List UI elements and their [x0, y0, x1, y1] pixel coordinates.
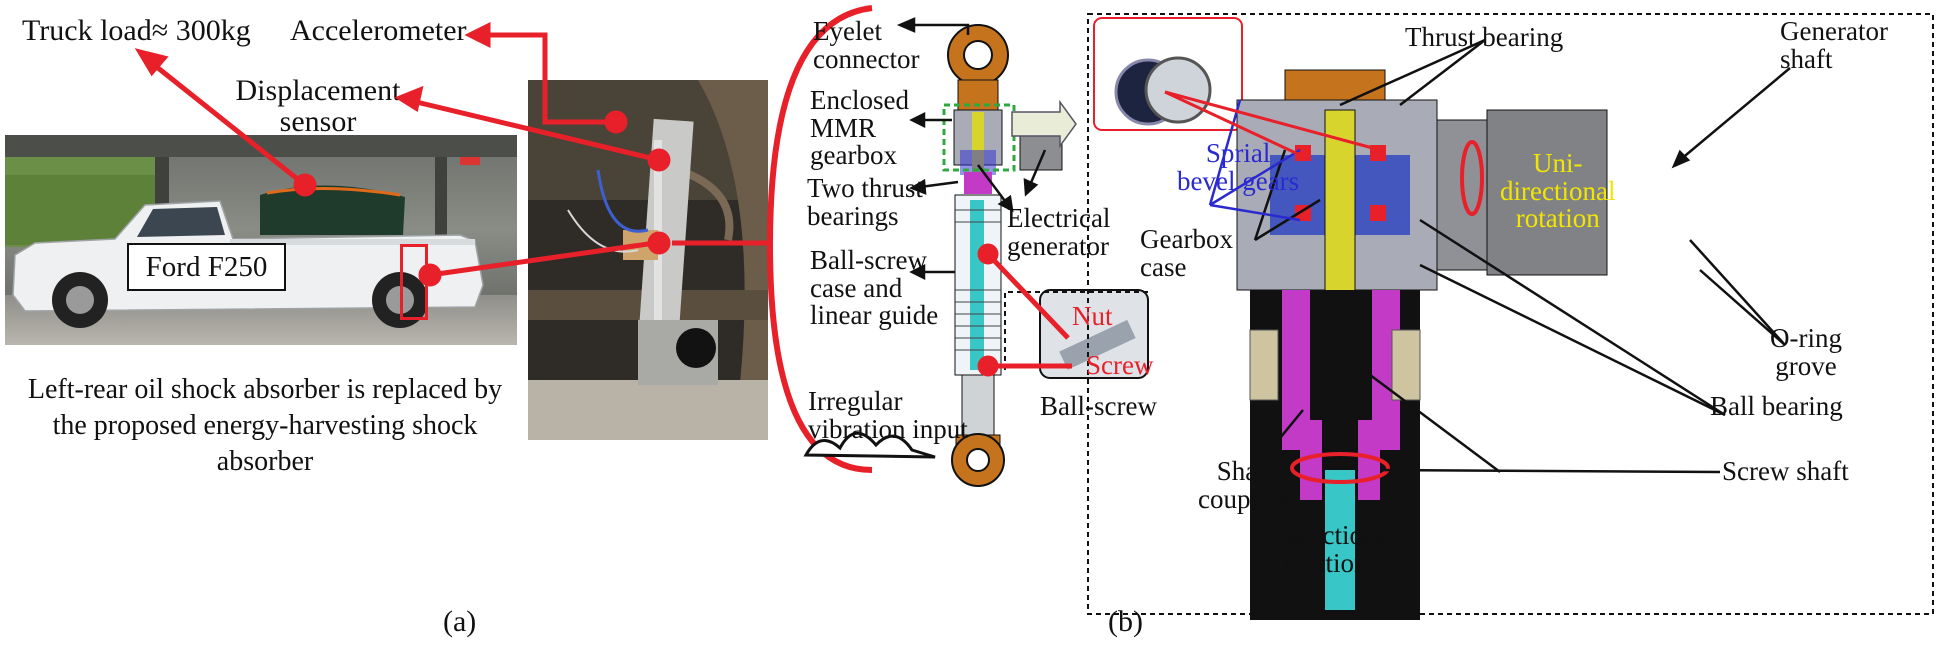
o-ring-grove-label: O-ring grove	[1770, 323, 1842, 381]
unidirectional-rotation-label: Uni- directional rotation	[1500, 148, 1616, 234]
generator-shaft-label: Generator shaft	[1780, 16, 1888, 74]
mmr-gearbox-label: Enclosed MMR gearbox	[810, 85, 909, 171]
description-text: Left-rear oil shock absorber is replaced…	[27, 374, 503, 477]
thrust-bearing-label: Thrust bearing	[1405, 22, 1564, 52]
screw-shaft-label: Screw shaft	[1722, 456, 1849, 486]
shaft-coupling-label: Shaft coupling	[1198, 456, 1293, 514]
ball-bearing-label: Ball bearing	[1710, 391, 1843, 421]
bidirectional-rotation-label: Bidirectional rotation	[1255, 520, 1396, 578]
displacement-sensor-label: Displacement sensor	[235, 74, 401, 138]
caption-a: (a)	[443, 605, 477, 638]
caption-b: (b)	[1108, 605, 1143, 638]
nut-label: Nut	[1072, 301, 1113, 331]
electrical-generator-label: Electrical generator	[1007, 203, 1111, 261]
spiral-bevel-gears-label: Sprial bevel gears	[1177, 138, 1300, 196]
gearbox-case-label: Gearbox case	[1140, 224, 1233, 282]
vibration-input-label: Irregular vibration input	[808, 386, 968, 444]
screw-label: Screw	[1086, 350, 1154, 380]
truck-photo	[5, 135, 517, 345]
two-thrust-bearings-label: Two thrust bearings	[807, 173, 923, 231]
ball-screw-case-label: Ball-screw case and linear guide	[810, 245, 939, 331]
vehicle-label: Ford F250	[127, 243, 286, 291]
ball-screw-label: Ball-screw	[1040, 391, 1157, 421]
accelerometer-label: Accelerometer	[290, 14, 467, 47]
eyelet-connector-label: Eyelet connector	[813, 16, 920, 74]
truck-load-label: Truck load≈ 300kg	[22, 14, 251, 47]
